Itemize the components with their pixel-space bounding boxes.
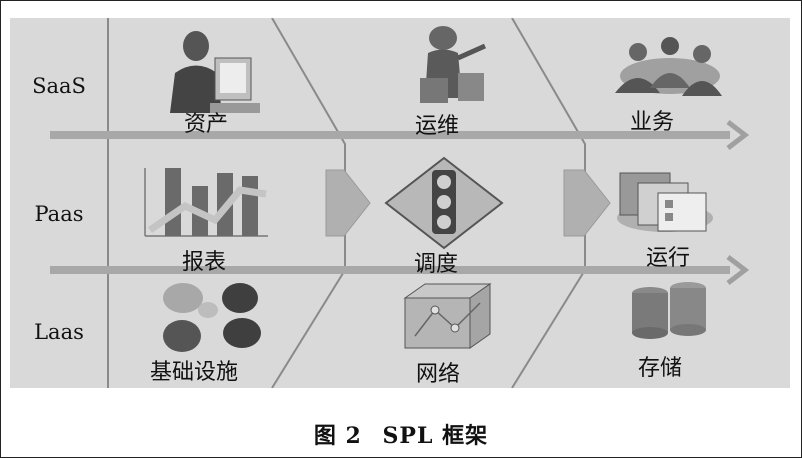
- row-arrow-2: [50, 255, 750, 285]
- cell-label-storage: 存储: [638, 356, 683, 381]
- row-arrow-1: [50, 120, 750, 150]
- cell-label-operations: 运维: [415, 114, 460, 139]
- diagram-graphics: [50, 18, 750, 388]
- row-label-laas: Laas: [34, 320, 84, 344]
- cell-label-infrastructure: 基础设施: [150, 360, 239, 385]
- row-label-saas: SaaS: [32, 74, 86, 98]
- chevron-arrow-2: [563, 169, 611, 237]
- businessman-at-computer-icon: [170, 31, 260, 113]
- network-cube-icon: [403, 283, 492, 349]
- figure-title: SPL 框架: [382, 423, 489, 449]
- traffic-light-diamond-icon: [384, 156, 504, 250]
- storage-stack-icon: [632, 282, 706, 339]
- business-meeting-icon: [615, 37, 722, 96]
- maintenance-worker-icon: [420, 26, 487, 103]
- chevron-arrow-1: [325, 169, 371, 237]
- spl-framework-diagram: SaaS Paas Laas 资产 运维 业务 报表 调度 运行 基础设施 网络…: [10, 18, 790, 388]
- figure-caption: 图 2 SPL 框架: [0, 418, 802, 450]
- cell-label-runtime: 运行: [646, 246, 691, 271]
- row-label-paas: Paas: [34, 202, 84, 226]
- bar-chart-icon: [144, 168, 268, 237]
- figure-number: 图 2: [313, 423, 362, 449]
- cell-label-business: 业务: [630, 110, 675, 135]
- running-windows-icon: [617, 172, 713, 232]
- spheres-icon: [163, 283, 261, 352]
- cell-label-reports: 报表: [182, 250, 227, 275]
- cell-label-network: 网络: [416, 362, 461, 387]
- cell-label-assets: 资产: [184, 112, 229, 137]
- cell-label-scheduling: 调度: [414, 252, 459, 277]
